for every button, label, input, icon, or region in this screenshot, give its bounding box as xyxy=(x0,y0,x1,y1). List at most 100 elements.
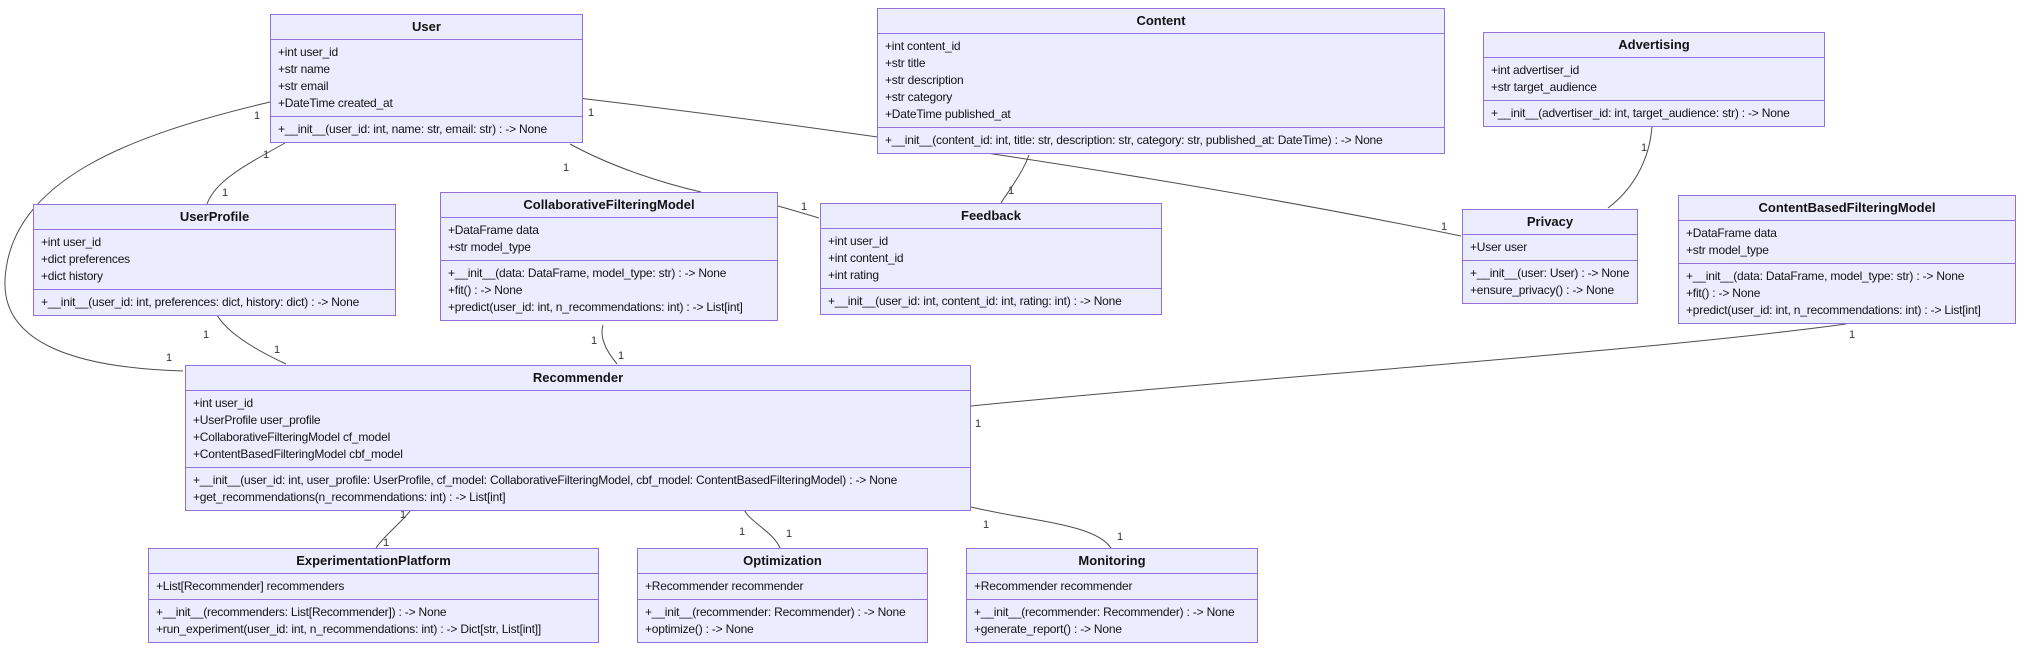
edge-recommender-experimentation xyxy=(375,506,414,549)
attribute: +ContentBasedFilteringModel cbf_model xyxy=(193,447,403,461)
edge-cfm-recommender xyxy=(601,324,618,365)
edge-user-userprofile xyxy=(206,142,286,205)
method: +optimize() : -> None xyxy=(645,622,754,636)
class-recommender[interactable]: Recommender +int user_id+UserProfile use… xyxy=(185,365,971,511)
attribute: +int content_id xyxy=(828,251,904,265)
class-title: UserProfile xyxy=(34,205,395,230)
class-methods: +__init__(content_id: int, title: str, d… xyxy=(878,128,1444,153)
multiplicity-label: 1 xyxy=(203,329,209,341)
class-feedback[interactable]: Feedback +int user_id+int content_id+int… xyxy=(820,203,1162,315)
attribute: +DataFrame data xyxy=(1686,226,1777,240)
multiplicity-label: 1 xyxy=(1849,329,1855,341)
method: +__init__(content_id: int, title: str, d… xyxy=(885,133,1383,147)
class-attributes: +int user_id+str name+str email+DateTime… xyxy=(271,40,582,117)
method: +ensure_privacy() : -> None xyxy=(1470,283,1615,297)
class-userprofile[interactable]: UserProfile +int user_id +dict preference… xyxy=(33,204,396,316)
class-methods: +__init__(advertiser_id: int, target_aud… xyxy=(1484,101,1824,126)
method: +__init__(recommender: Recommender) : ->… xyxy=(645,605,906,619)
multiplicity-label: 1 xyxy=(1441,221,1447,233)
multiplicity-label: 1 xyxy=(222,187,228,199)
attribute: +CollaborativeFilteringModel cf_model xyxy=(193,430,391,444)
multiplicity-label: 1 xyxy=(274,344,280,356)
multiplicity-label: 1 xyxy=(588,107,594,119)
class-title: CollaborativeFilteringModel xyxy=(441,193,777,218)
method: +__init__(user_id: int, preferences: dic… xyxy=(41,295,360,309)
class-optimization[interactable]: Optimization +Recommender recommender +_… xyxy=(637,548,928,643)
attribute: +List[Recommender] recommenders xyxy=(156,579,345,593)
class-attributes: +User user xyxy=(1463,235,1637,261)
class-title: Content xyxy=(878,9,1444,34)
class-experimentationplatform[interactable]: ExperimentationPlatform +List[Recommende… xyxy=(148,548,599,643)
attribute: +int rating xyxy=(828,268,879,282)
edge-advertising-privacy xyxy=(1607,125,1653,209)
method: +__init__(data: DataFrame, model_type: s… xyxy=(448,266,727,280)
class-attributes: +int user_id +dict preferences +dict histo… xyxy=(34,230,395,290)
attribute: +dict preferences xyxy=(41,252,130,266)
attribute: +int content_id xyxy=(885,39,961,53)
method: +get_recommendations(n_recommendations: … xyxy=(193,490,506,504)
class-collaborativefilteringmodel[interactable]: CollaborativeFilteringModel +DataFrame d… xyxy=(440,192,778,321)
method: +predict(user_id: int, n_recommendations… xyxy=(448,300,743,314)
attribute: +DataFrame data xyxy=(448,223,539,237)
class-attributes: +int user_id+int content_id+int rating xyxy=(821,229,1161,289)
multiplicity-label: 1 xyxy=(254,110,260,122)
attribute: +int advertiser_id xyxy=(1491,63,1580,77)
method: +__init__(data: DataFrame, model_type: s… xyxy=(1686,269,1965,283)
edge-recommender-optimization xyxy=(742,506,781,549)
attribute: +int user_id xyxy=(41,235,101,249)
attribute: +str model_type xyxy=(448,240,531,254)
class-attributes: +Recommender recommender xyxy=(967,574,1257,600)
edge-cfm-feedback xyxy=(777,205,820,219)
method: +fit() : -> None xyxy=(448,283,523,297)
method: +run_experiment(user_id: int, n_recommen… xyxy=(156,622,542,636)
class-title: Privacy xyxy=(1463,210,1637,235)
class-privacy[interactable]: Privacy +User user +__init__(user: User)… xyxy=(1462,209,1638,304)
multiplicity-label: 1 xyxy=(1641,142,1647,154)
multiplicity-label: 1 xyxy=(983,519,989,531)
attribute: +str target_audience xyxy=(1491,80,1597,94)
attribute: +str name xyxy=(278,62,330,76)
multiplicity-label: 1 xyxy=(786,528,792,540)
class-content[interactable]: Content +int content_id+str title+str de… xyxy=(877,8,1445,154)
attribute: +Recommender recommender xyxy=(974,579,1133,593)
attribute: +str description xyxy=(885,73,964,87)
method: +__init__(user_id: int, name: str, email… xyxy=(278,122,547,136)
multiplicity-label: 1 xyxy=(563,162,569,174)
class-title: ExperimentationPlatform xyxy=(149,549,598,574)
class-attributes: +int user_id+UserProfile user_profile+Co… xyxy=(186,391,970,468)
class-title: Monitoring xyxy=(967,549,1257,574)
method: +__init__(user_id: int, content_id: int,… xyxy=(828,294,1122,308)
class-contentbasedfilteringmodel[interactable]: ContentBasedFilteringModel +DataFrame da… xyxy=(1678,195,2016,324)
multiplicity-label: 1 xyxy=(1117,531,1123,543)
attribute: +str model_type xyxy=(1686,243,1769,257)
multiplicity-label: 1 xyxy=(166,352,172,364)
attribute: +int user_id xyxy=(193,396,253,410)
multiplicity-label: 1 xyxy=(1008,185,1014,197)
multiplicity-label: 1 xyxy=(801,201,807,213)
multiplicity-label: 1 xyxy=(263,149,269,161)
attribute: +dict history xyxy=(41,269,103,283)
class-monitoring[interactable]: Monitoring +Recommender recommender +__i… xyxy=(966,548,1258,643)
class-methods: +__init__(user_id: int, content_id: int,… xyxy=(821,289,1161,314)
attribute: +str category xyxy=(885,90,953,104)
class-user[interactable]: User +int user_id+str name+str email+Dat… xyxy=(270,14,583,143)
attribute: +User user xyxy=(1470,240,1528,254)
class-title: Optimization xyxy=(638,549,927,574)
attribute: +DateTime published_at xyxy=(885,107,1011,121)
edge-content-feedback xyxy=(1000,154,1030,204)
class-title: Feedback xyxy=(821,204,1161,229)
class-methods: +__init__(user_id: int, name: str, email… xyxy=(271,117,582,142)
class-attributes: +int advertiser_id +str target_audience xyxy=(1484,58,1824,101)
method: +__init__(advertiser_id: int, target_aud… xyxy=(1491,106,1790,120)
class-title: ContentBasedFilteringModel xyxy=(1679,196,2015,221)
method: +generate_report() : -> None xyxy=(974,622,1122,636)
class-advertising[interactable]: Advertising +int advertiser_id+str targe… xyxy=(1483,32,1825,127)
edge-cbfm-recommender xyxy=(970,323,1847,407)
class-methods: +__init__(user_id: int, preferences: dic… xyxy=(34,290,395,315)
class-attributes: +List[Recommender] recommenders xyxy=(149,574,598,600)
class-attributes: +DataFrame data +str model_type xyxy=(441,218,777,261)
class-attributes: +DataFrame data +str model_type xyxy=(1679,221,2015,264)
class-methods: +__init__(recommender: Recommender) : ->… xyxy=(967,600,1257,642)
edge-recommender-monitoring xyxy=(970,506,1112,549)
